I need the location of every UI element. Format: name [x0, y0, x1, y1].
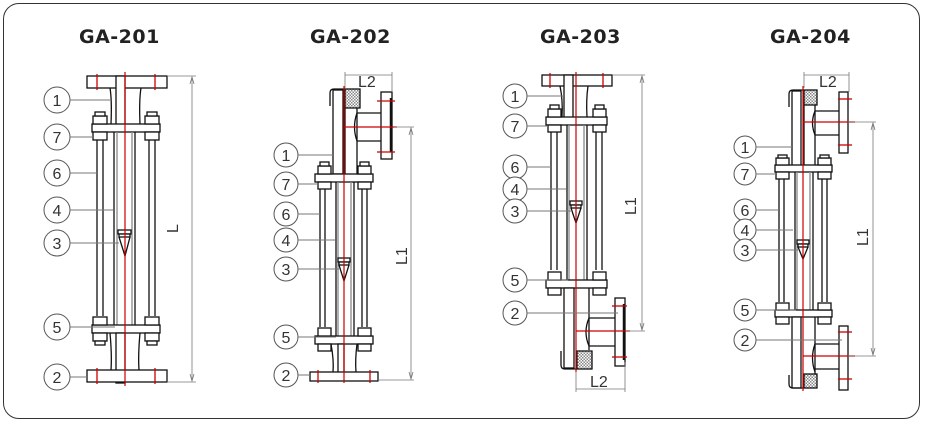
model-title-ga-202: GA-202	[310, 26, 391, 48]
part-number-3: 3	[282, 262, 291, 279]
callouts-ga-204	[733, 135, 842, 352]
part-number-1: 1	[741, 140, 750, 157]
callout-numbers-ga-203: 1 7 6 4 3 5 2	[511, 89, 520, 323]
part-number-2: 2	[741, 333, 750, 350]
dimension-label-l1: L1	[623, 197, 640, 215]
part-number-5: 5	[53, 320, 62, 337]
part-number-7: 7	[53, 130, 62, 147]
part-number-6: 6	[741, 203, 750, 220]
part-number-7: 7	[511, 119, 520, 136]
part-number-4: 4	[282, 233, 291, 250]
part-number-6: 6	[511, 160, 520, 177]
dimension-label-l: L	[165, 224, 182, 233]
gauge-ga-202	[309, 72, 414, 383]
gauge-ga-201	[86, 72, 196, 386]
model-title-ga-203: GA-203	[540, 26, 621, 48]
part-number-5: 5	[282, 330, 291, 347]
callouts-ga-201	[43, 86, 119, 391]
part-number-2: 2	[282, 368, 291, 385]
part-number-4: 4	[511, 182, 520, 199]
part-number-3: 3	[53, 236, 62, 253]
dimension-label-l1: L1	[855, 228, 872, 246]
part-number-6: 6	[53, 166, 62, 183]
part-number-3: 3	[511, 204, 520, 221]
dimension-label-l2: L2	[819, 74, 837, 91]
callout-numbers-ga-202: 1 7 6 4 3 5 2	[282, 148, 291, 385]
dimension-label-l2: L2	[358, 74, 376, 91]
callout-numbers-ga-201: 1 7 6 4 3 5 2	[53, 93, 62, 387]
part-number-4: 4	[53, 203, 62, 220]
part-number-2: 2	[511, 306, 520, 323]
part-number-4: 4	[741, 223, 750, 240]
model-title-ga-204: GA-204	[770, 26, 851, 48]
callouts-ga-203	[502, 83, 618, 326]
part-number-5: 5	[511, 273, 520, 290]
dimension-label-l2: L2	[590, 374, 608, 391]
callouts-ga-202	[273, 142, 339, 388]
part-number-2: 2	[53, 370, 62, 387]
part-number-6: 6	[282, 207, 291, 224]
part-number-1: 1	[511, 89, 520, 106]
part-number-5: 5	[741, 303, 750, 320]
part-number-7: 7	[282, 177, 291, 194]
part-number-1: 1	[282, 148, 291, 165]
part-number-7: 7	[741, 167, 750, 184]
part-number-3: 3	[741, 243, 750, 260]
gauge-ga-203	[541, 72, 645, 392]
model-title-ga-201: GA-201	[79, 26, 160, 48]
part-number-1: 1	[53, 93, 62, 110]
diagram-frame	[3, 3, 920, 419]
dimension-label-l1: L1	[394, 247, 411, 265]
callout-numbers-ga-204: 1 7 6 4 3 5 2	[741, 140, 750, 350]
